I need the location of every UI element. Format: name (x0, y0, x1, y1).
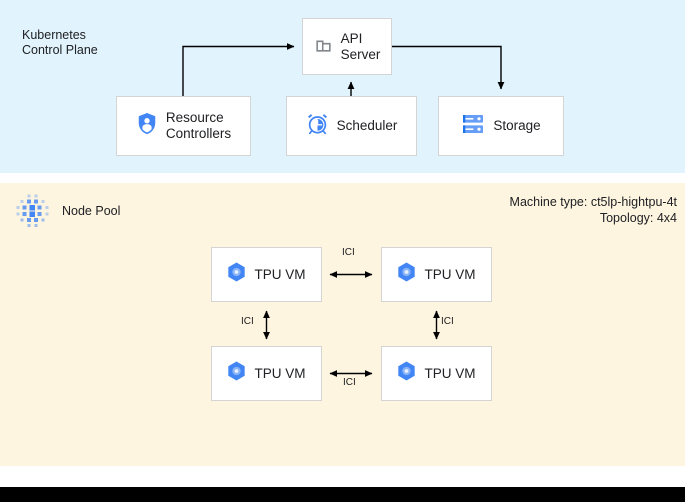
node-pool-section (0, 183, 685, 466)
node-resource-controllers-label: Resource Controllers (165, 110, 232, 141)
node-tpu-vm-1-label: TPU VM (254, 266, 306, 282)
topology-label: Topology: 4x4 (599, 211, 677, 225)
ici-label-left: ICI (241, 316, 254, 327)
node-pool-dots-icon (14, 193, 54, 229)
node-tpu-vm-3[interactable]: TPU VM (211, 346, 322, 401)
node-scheduler[interactable]: Scheduler (286, 96, 417, 156)
machine-meta: Machine type: ct5lp-hightpu-4t Topology:… (510, 194, 677, 226)
node-resource-controllers[interactable]: Resource Controllers (116, 96, 251, 156)
shield-person-icon (136, 112, 158, 141)
node-pool-title: Node Pool (62, 204, 121, 218)
bottom-bar (0, 487, 685, 502)
node-tpu-vm-2[interactable]: TPU VM (381, 247, 492, 302)
tpu-chip-hexagon-icon (227, 361, 246, 386)
tpu-chip-hexagon-icon (397, 361, 416, 386)
node-tpu-vm-4-label: TPU VM (424, 365, 476, 381)
node-tpu-vm-3-label: TPU VM (254, 365, 306, 381)
node-storage[interactable]: Storage (438, 96, 564, 156)
node-tpu-vm-1[interactable]: TPU VM (211, 247, 322, 302)
tpu-chip-hexagon-icon (227, 262, 246, 287)
node-tpu-vm-2-label: TPU VM (424, 266, 476, 282)
node-tpu-vm-4[interactable]: TPU VM (381, 346, 492, 401)
node-api-server[interactable]: API Server (302, 18, 392, 75)
node-scheduler-label: Scheduler (336, 118, 398, 133)
machine-type-label: Machine type: ct5lp-hightpu-4t (509, 195, 677, 209)
office-building-icon (314, 35, 333, 59)
node-api-server-label: API Server (340, 30, 381, 62)
server-stack-icon (461, 113, 485, 140)
tpu-chip-hexagon-icon (397, 262, 416, 287)
ici-label-bottom: ICI (343, 377, 356, 388)
ici-label-top: ICI (342, 247, 355, 258)
control-plane-title: Kubernetes Control Plane (22, 28, 98, 57)
node-storage-label: Storage (493, 118, 541, 133)
ici-label-right: ICI (441, 316, 454, 327)
alarm-clock-icon (306, 112, 329, 140)
